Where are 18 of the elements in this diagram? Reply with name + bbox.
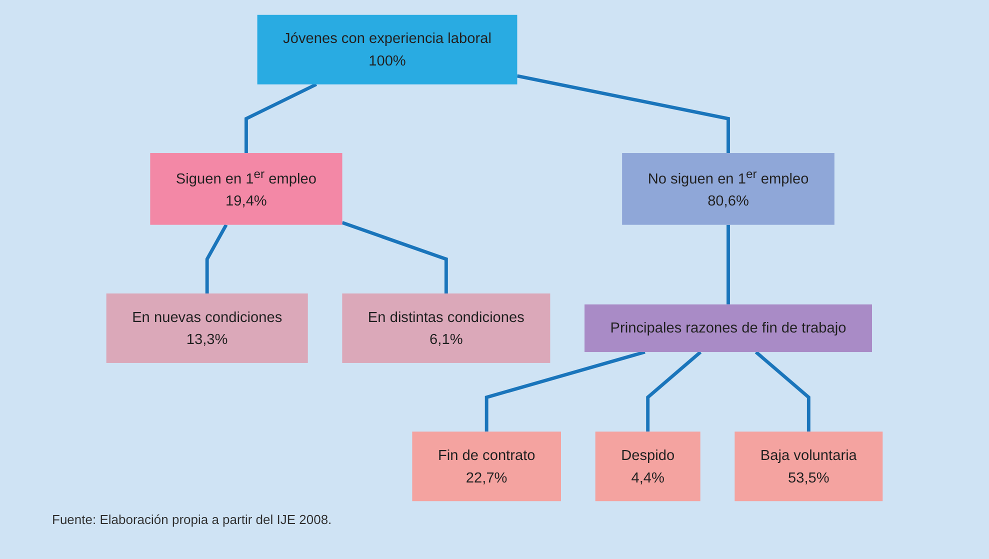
connector xyxy=(244,82,318,154)
connector xyxy=(516,74,730,154)
node-box: Jóvenes con experiencia laboral 100% xyxy=(257,14,518,84)
node-box: En nuevas condiciones 13,3% xyxy=(106,293,308,363)
node-box: Despido 4,4% xyxy=(595,432,700,502)
connector xyxy=(205,224,228,294)
connector xyxy=(342,221,448,294)
node-box: Principales razones de fin de trabajo xyxy=(584,304,872,352)
node-box: Baja voluntaria 53,5% xyxy=(734,432,883,502)
node-box: Siguen en 1$^{er}$ empleo 19,4% xyxy=(150,153,342,225)
node-box: Fin de contrato 22,7% xyxy=(412,432,561,502)
connector xyxy=(646,350,702,432)
node-box: En distintas condiciones 6,1% xyxy=(342,293,550,363)
source-note: Fuente: Elaboración propia a partir del IJE 2008. xyxy=(52,512,332,527)
connector xyxy=(484,350,646,432)
connector xyxy=(726,224,730,304)
node-box: No siguen en 1$^{er}$ empleo 80,6% xyxy=(622,153,834,225)
connector xyxy=(754,350,810,432)
